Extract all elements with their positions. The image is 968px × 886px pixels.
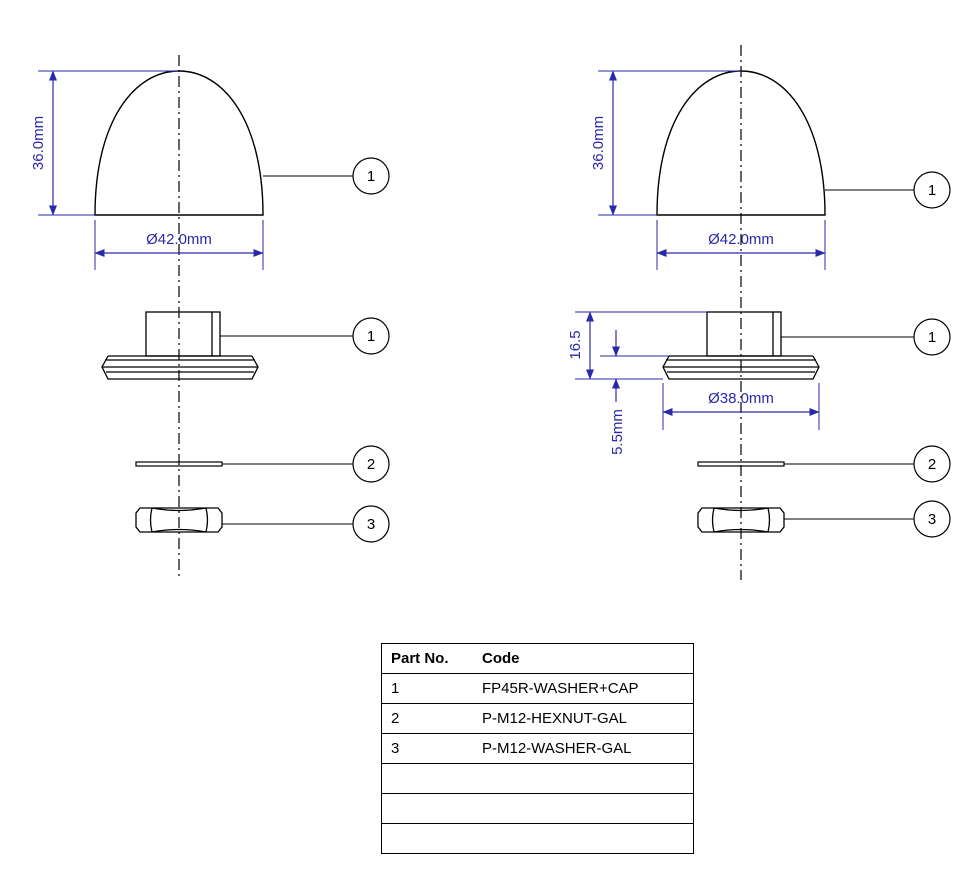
left-cap-dome: [94, 70, 264, 216]
right-callout-label-2: 1: [928, 329, 936, 346]
right-callout-label-1: 1: [928, 182, 936, 199]
header-code: Code: [482, 650, 520, 667]
table-row: [381, 793, 694, 824]
table-row: [381, 763, 694, 794]
right-base-diameter-dimension: Ø38.0mm: [662, 383, 820, 430]
left-base-washer: [101, 311, 259, 380]
right-cap-height-dimension: 36.0mm: [590, 70, 741, 216]
right-callout-nut: 3: [784, 500, 951, 538]
part-no-cell: [381, 823, 473, 854]
right-callout-label-4: 3: [928, 511, 936, 528]
right-cap-height-label: 36.0mm: [590, 116, 607, 170]
right-cap-diameter-label: Ø42.0mm: [708, 231, 774, 248]
table-row: 3 P-M12-WASHER-GAL: [381, 733, 694, 764]
right-base-diameter-label: Ø38.0mm: [708, 390, 774, 407]
part-no-cell: 3: [381, 733, 473, 764]
left-callout-nut: 3: [222, 505, 390, 543]
table-row: [381, 823, 694, 854]
left-callout-label-3: 2: [367, 456, 375, 473]
right-base-height-dimension: 16.5: [567, 311, 707, 380]
left-cap-diameter-dimension: Ø42.0mm: [94, 220, 264, 270]
left-callout-base: 1: [220, 317, 390, 355]
part-no-cell: 1: [381, 673, 473, 704]
left-cap-diameter-label: Ø42.0mm: [146, 231, 212, 248]
parts-table-header-row: Part No. Code: [382, 644, 694, 674]
left-cap-height-label: 36.0mm: [30, 116, 47, 170]
parts-table: Part No. Code 1 FP45R-WASHER+CAP 2 P-M12…: [381, 643, 694, 854]
left-callout-washer: 2: [222, 445, 390, 483]
right-base-washer: [662, 311, 820, 380]
code-cell: P-M12-WASHER-GAL: [473, 733, 694, 764]
code-cell: P-M12-HEXNUT-GAL: [473, 703, 694, 734]
part-no-cell: [381, 793, 473, 824]
table-row: 1 FP45R-WASHER+CAP: [381, 673, 694, 704]
left-callout-label-2: 1: [367, 328, 375, 345]
header-part-no: Part No.: [391, 650, 449, 667]
left-callout-label-4: 3: [367, 516, 375, 533]
right-flange-thickness-label: 5.5mm: [609, 409, 626, 455]
code-cell: [473, 823, 694, 854]
part-no-cell: [381, 763, 473, 794]
right-view: 36.0mm Ø42.0mm 16.5: [567, 45, 951, 580]
right-cap-diameter-dimension: Ø42.0mm: [656, 220, 826, 270]
code-cell: FP45R-WASHER+CAP: [473, 673, 694, 704]
left-callout-cap: 1: [263, 157, 390, 195]
right-hex-nut: [697, 507, 785, 533]
code-cell: [473, 793, 694, 824]
table-row: 2 P-M12-HEXNUT-GAL: [381, 703, 694, 734]
right-cap-dome: [656, 70, 826, 216]
right-callout-base: 1: [781, 318, 951, 356]
left-callout-label-1: 1: [367, 168, 375, 185]
left-hex-nut: [135, 507, 223, 533]
right-flange-thickness-dimension: 5.5mm: [600, 330, 669, 455]
code-cell: [473, 763, 694, 794]
right-base-height-label: 16.5: [567, 330, 584, 359]
right-callout-label-3: 2: [928, 456, 936, 473]
left-view: 36.0mm Ø42.0mm: [30, 55, 390, 580]
part-no-cell: 2: [381, 703, 473, 734]
right-callout-washer: 2: [784, 445, 951, 483]
assembly-drawing: 36.0mm Ø42.0mm: [30, 45, 951, 580]
left-cap-height-dimension: 36.0mm: [30, 70, 179, 216]
right-callout-cap: 1: [825, 171, 951, 209]
